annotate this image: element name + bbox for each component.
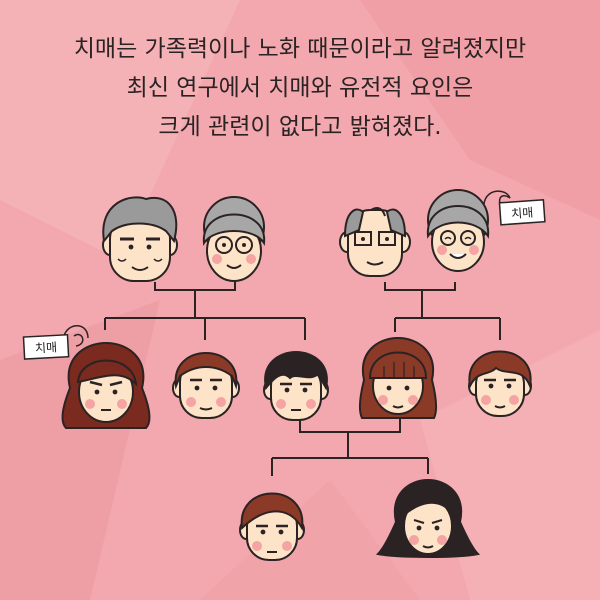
paternal-grandfather [102,196,178,282]
child-boy [239,492,305,561]
dementia-tag-label: 치매 [35,340,58,355]
dementia-tag-aunt: 치매 [22,325,89,360]
uncle-brown-hair [172,352,240,419]
caption-line-2: 최신 연구에서 치매와 유전적 요인은 [126,75,474,101]
caption-text: 치매는 가족력이나 노화 때문이라고 알려졌지만 최신 연구에서 치매와 유전적… [0,30,600,147]
child-girl [375,479,481,558]
maternal-grandmother [426,189,490,272]
maternal-uncle [468,350,532,417]
aunt-long-hair [61,342,151,429]
caption-line-1: 치매는 가족력이나 노화 때문이라고 알려졌지만 [73,36,527,62]
family-tree-lines [104,282,501,476]
mother-bob-hair [358,337,438,419]
maternal-grandfather [339,207,411,277]
dementia-tag-label: 치매 [511,206,534,222]
paternal-grandmother [202,196,266,282]
dementia-tag-grandmother: 치매 [483,190,546,226]
caption-line-3: 크게 관련이 없다고 밝혀졌다. [158,114,442,140]
father-black-hair [263,351,329,421]
